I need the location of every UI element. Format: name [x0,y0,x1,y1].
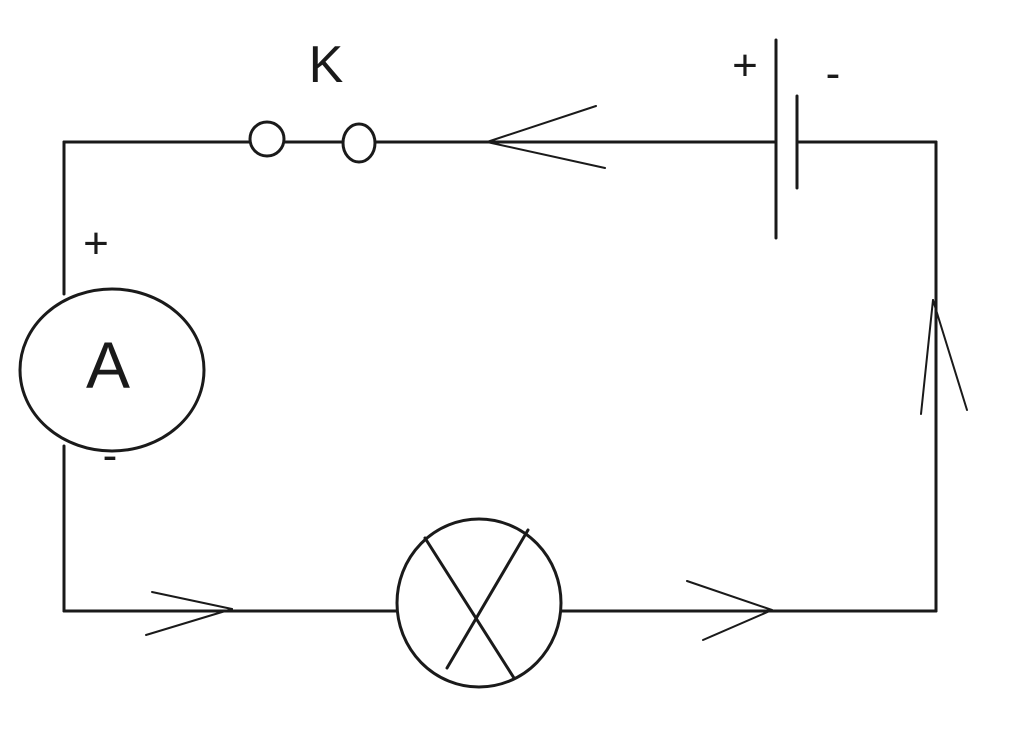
switch-icon [248,120,377,164]
battery-icon [774,38,799,240]
switch-terminal-left [248,120,286,158]
switch-label: K [309,36,344,94]
switch-terminal-right [341,122,377,164]
lamp-icon [395,517,563,689]
lamp-cross-line-2 [445,528,530,670]
arrow-icon-bottom-left [145,591,233,636]
arrow-bottom-right-lower-stroke [702,609,773,641]
ammeter-circle [18,287,206,453]
ammeter-icon [18,287,206,453]
arrow-top-upper-stroke [486,105,597,143]
lamp-circle [395,517,563,689]
arrow-icon-top [486,105,606,169]
ammeter-negative-sign: - [103,431,118,480]
arrow-top-lower-stroke [486,141,606,169]
battery-positive-sign: + [732,41,758,90]
arrow-bottom-left-lower-stroke [145,608,233,636]
arrow-icon-bottom-right [686,580,773,641]
ammeter-symbol: A [86,328,130,402]
arrow-bottom-right-upper-stroke [686,580,773,611]
arrow-bottom-left-upper-stroke [151,591,233,610]
arrow-right-right-stroke [932,299,968,411]
lamp-cross-line-1 [423,536,516,680]
circuit-wires [62,140,938,613]
arrow-icon-right [920,299,968,415]
battery-negative-sign: - [826,49,841,98]
ammeter-positive-sign: + [83,219,109,268]
arrow-right-left-stroke [920,299,934,415]
